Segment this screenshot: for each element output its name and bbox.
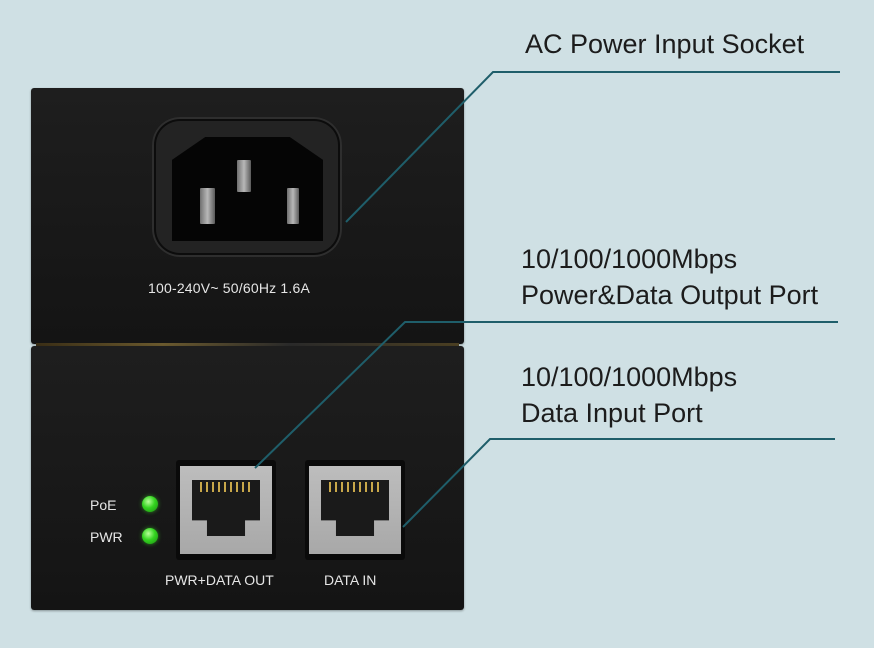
poe-led-indicator (142, 496, 158, 512)
ac-pin-right (287, 188, 299, 224)
rj45-contacts (329, 482, 381, 492)
data-in-port[interactable] (305, 460, 405, 560)
callout-output-line2: Power&Data Output Port (521, 280, 819, 310)
callout-output-line1: 10/100/1000Mbps (521, 244, 738, 274)
rj45-contacts (200, 482, 252, 492)
led-poe-label: PoE (90, 497, 117, 513)
data-in-label: DATA IN (324, 572, 377, 588)
callout-output-port: 10/100/1000Mbps Power&Data Output Port (521, 241, 818, 313)
leader-line-output (254, 321, 838, 469)
callout-input-port: 10/100/1000Mbps Data Input Port (521, 359, 737, 431)
pwr-data-out-port[interactable] (176, 460, 276, 560)
housing-seam (36, 343, 459, 348)
power-rating-label: 100-240V~ 50/60Hz 1.6A (148, 280, 311, 296)
leader-line-ac (345, 71, 840, 223)
callout-ac-input: AC Power Input Socket (525, 26, 804, 62)
callout-ac-input-text: AC Power Input Socket (525, 29, 805, 59)
led-pwr-label: PWR (90, 529, 123, 545)
port-shield (309, 466, 401, 554)
leader-line-input (402, 438, 835, 528)
pwr-data-out-label: PWR+DATA OUT (165, 572, 274, 588)
callout-input-line1: 10/100/1000Mbps (521, 362, 738, 392)
ac-pin-ground (237, 160, 251, 192)
pwr-led-indicator (142, 528, 158, 544)
port-shield (180, 466, 272, 554)
ac-pin-left (200, 188, 215, 224)
callout-input-line2: Data Input Port (521, 398, 703, 428)
